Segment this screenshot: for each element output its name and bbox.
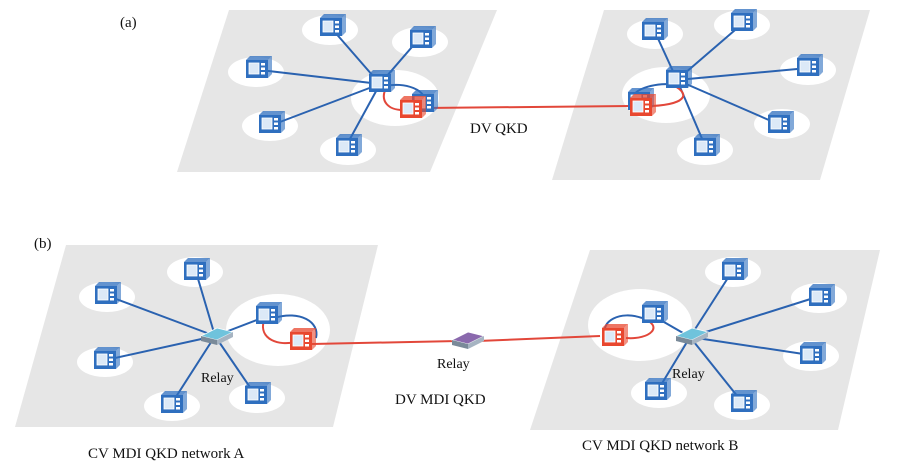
panel-b-label: (b) [34, 236, 52, 252]
relay-switch-icon [674, 327, 710, 345]
terminal-icon [245, 382, 271, 404]
terminal-icon [645, 378, 671, 400]
terminal-icon [800, 342, 826, 364]
network-b-label: CV MDI QKD network B [582, 438, 738, 454]
qkd-device-icon [602, 324, 628, 346]
relay-switch-icon [199, 327, 235, 345]
hub-icon [666, 66, 692, 88]
dv-mdi-qkd-link-left [311, 340, 459, 345]
dv-mdi-qkd-label: DV MDI QKD [395, 392, 486, 408]
relay-left-label: Relay [201, 371, 234, 386]
terminal-icon [259, 111, 285, 133]
terminal-icon [642, 18, 668, 40]
relay-switch-icon [450, 331, 486, 349]
terminal-icon [694, 134, 720, 156]
panel-a [177, 10, 870, 180]
qkd-device-icon [400, 96, 426, 118]
dv-qkd-link [424, 105, 631, 109]
terminal-icon [731, 390, 757, 412]
dv-mdi-qkd-link-right [477, 335, 601, 342]
terminal-icon [642, 301, 668, 323]
terminal-icon [809, 284, 835, 306]
terminal-icon [246, 56, 272, 78]
terminal-icon [768, 111, 794, 133]
terminal-icon [797, 54, 823, 76]
terminal-icon [410, 26, 436, 48]
hub-icon [369, 70, 395, 92]
dv-qkd-label: DV QKD [470, 121, 528, 137]
network-a-label: CV MDI QKD network A [88, 446, 245, 462]
terminal-icon [94, 347, 120, 369]
spokes-b-right [649, 269, 821, 403]
qkd-device-icon [290, 328, 316, 350]
spokes-b-left [105, 271, 263, 404]
relay-center-label: Relay [437, 357, 470, 372]
terminal-icon [336, 134, 362, 156]
terminal-icon [95, 282, 121, 304]
terminal-icon [256, 302, 282, 324]
relay-right-label: Relay [672, 367, 705, 382]
terminal-icon [320, 14, 346, 36]
terminal-icon [184, 258, 210, 280]
terminal-icon [731, 9, 757, 31]
terminal-icon [722, 258, 748, 280]
terminal-icon [161, 391, 187, 413]
panel-a-label: (a) [120, 15, 137, 31]
qkd-device-icon [630, 94, 656, 116]
